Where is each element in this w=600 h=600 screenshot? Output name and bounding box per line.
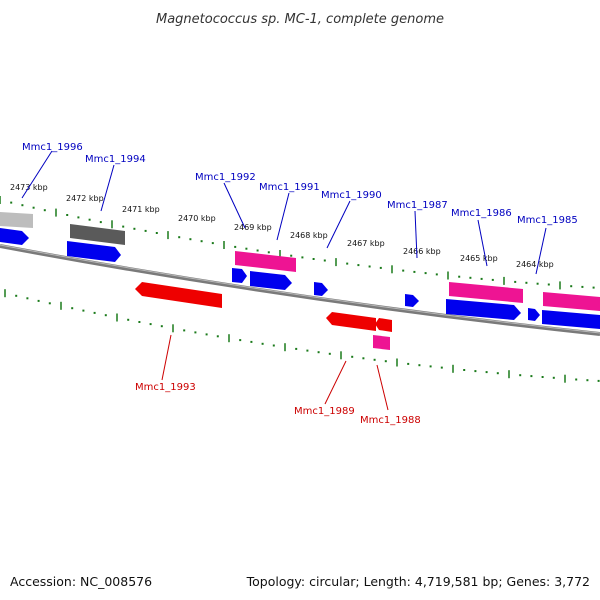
leader-line [376,364,389,411]
gene-block-rna[interactable] [235,251,296,272]
ruler-label: 2472 kbp [66,194,104,203]
leader-line [477,219,488,267]
gene-arrow-reverse[interactable] [135,282,222,308]
map-title: Magnetococcus sp. MC-1, complete genome [156,12,444,27]
gene-arrow-forward[interactable] [67,241,121,262]
gene-label[interactable]: Mmc1_1985 [517,215,578,226]
leader-line [324,360,347,405]
gene-arrow-forward-partial[interactable] [542,310,600,329]
gene-arrow-forward[interactable] [446,299,521,320]
ruler-label: 2471 kbp [122,205,160,214]
gene-label[interactable]: Mmc1_1991 [259,182,320,193]
reverse-strand-genes [135,282,392,350]
gene-label[interactable]: Mmc1_1990 [321,190,382,201]
accession-text: Accession: NC_008576 [10,574,152,589]
gene-arrow-reverse-small[interactable] [375,318,392,332]
gene-block-rna[interactable] [373,335,390,350]
gene-block-rna[interactable] [449,282,523,303]
gene-arrow-forward-small[interactable] [528,308,540,321]
gene-label[interactable]: Mmc1_1993 [135,382,196,393]
gene-arrow-forward-small[interactable] [232,268,247,283]
genome-backbone [0,244,600,336]
ruler-label: 2469 kbp [234,223,272,232]
genome-summary-text: Topology: circular; Length: 4,719,581 bp… [246,574,590,589]
gene-block-gray[interactable] [70,224,125,245]
genome-backbone-highlight [0,244,600,334]
ruler-label: 2468 kbp [290,231,328,240]
leader-line [223,182,246,229]
leader-line [100,164,115,212]
leader-line [161,334,172,381]
reverse-gene-labels: Mmc1_1993 Mmc1_1989 Mmc1_1988 [135,334,421,426]
forward-strand-genes [0,212,600,329]
inner-tick-ring [4,289,600,383]
gene-label[interactable]: Mmc1_1992 [195,172,256,183]
gene-label[interactable]: Mmc1_1996 [22,142,83,153]
leader-line [535,227,547,275]
gene-block-rna-partial[interactable] [543,292,600,311]
gene-label[interactable]: Mmc1_1988 [360,415,421,426]
gene-label[interactable]: Mmc1_1989 [294,406,355,417]
gene-arrow-forward[interactable] [250,271,292,290]
ruler-label: 2464 kbp [516,260,554,269]
leader-line [326,200,351,249]
leader-line [276,192,290,241]
outer-tick-ring [0,196,595,290]
gene-arrow-forward-partial[interactable] [0,228,29,245]
gene-arrow-forward-small[interactable] [314,282,328,296]
leader-line [414,210,418,259]
gene-label[interactable]: Mmc1_1987 [387,200,448,211]
ruler-label: 2470 kbp [178,214,216,223]
gene-label[interactable]: Mmc1_1986 [451,208,512,219]
gene-arrow-reverse[interactable] [326,312,376,331]
gene-label[interactable]: Mmc1_1994 [85,154,146,165]
gene-block-gray-partial[interactable] [0,212,33,228]
leader-line [21,150,53,199]
forward-gene-labels: Mmc1_1996 Mmc1_1994 Mmc1_1992 Mmc1_1991 … [21,142,578,275]
ruler-label: 2467 kbp [347,239,385,248]
gene-arrow-forward-small[interactable] [405,294,419,307]
ruler-label: 2466 kbp [403,247,441,256]
ruler-label: 2465 kbp [460,254,498,263]
